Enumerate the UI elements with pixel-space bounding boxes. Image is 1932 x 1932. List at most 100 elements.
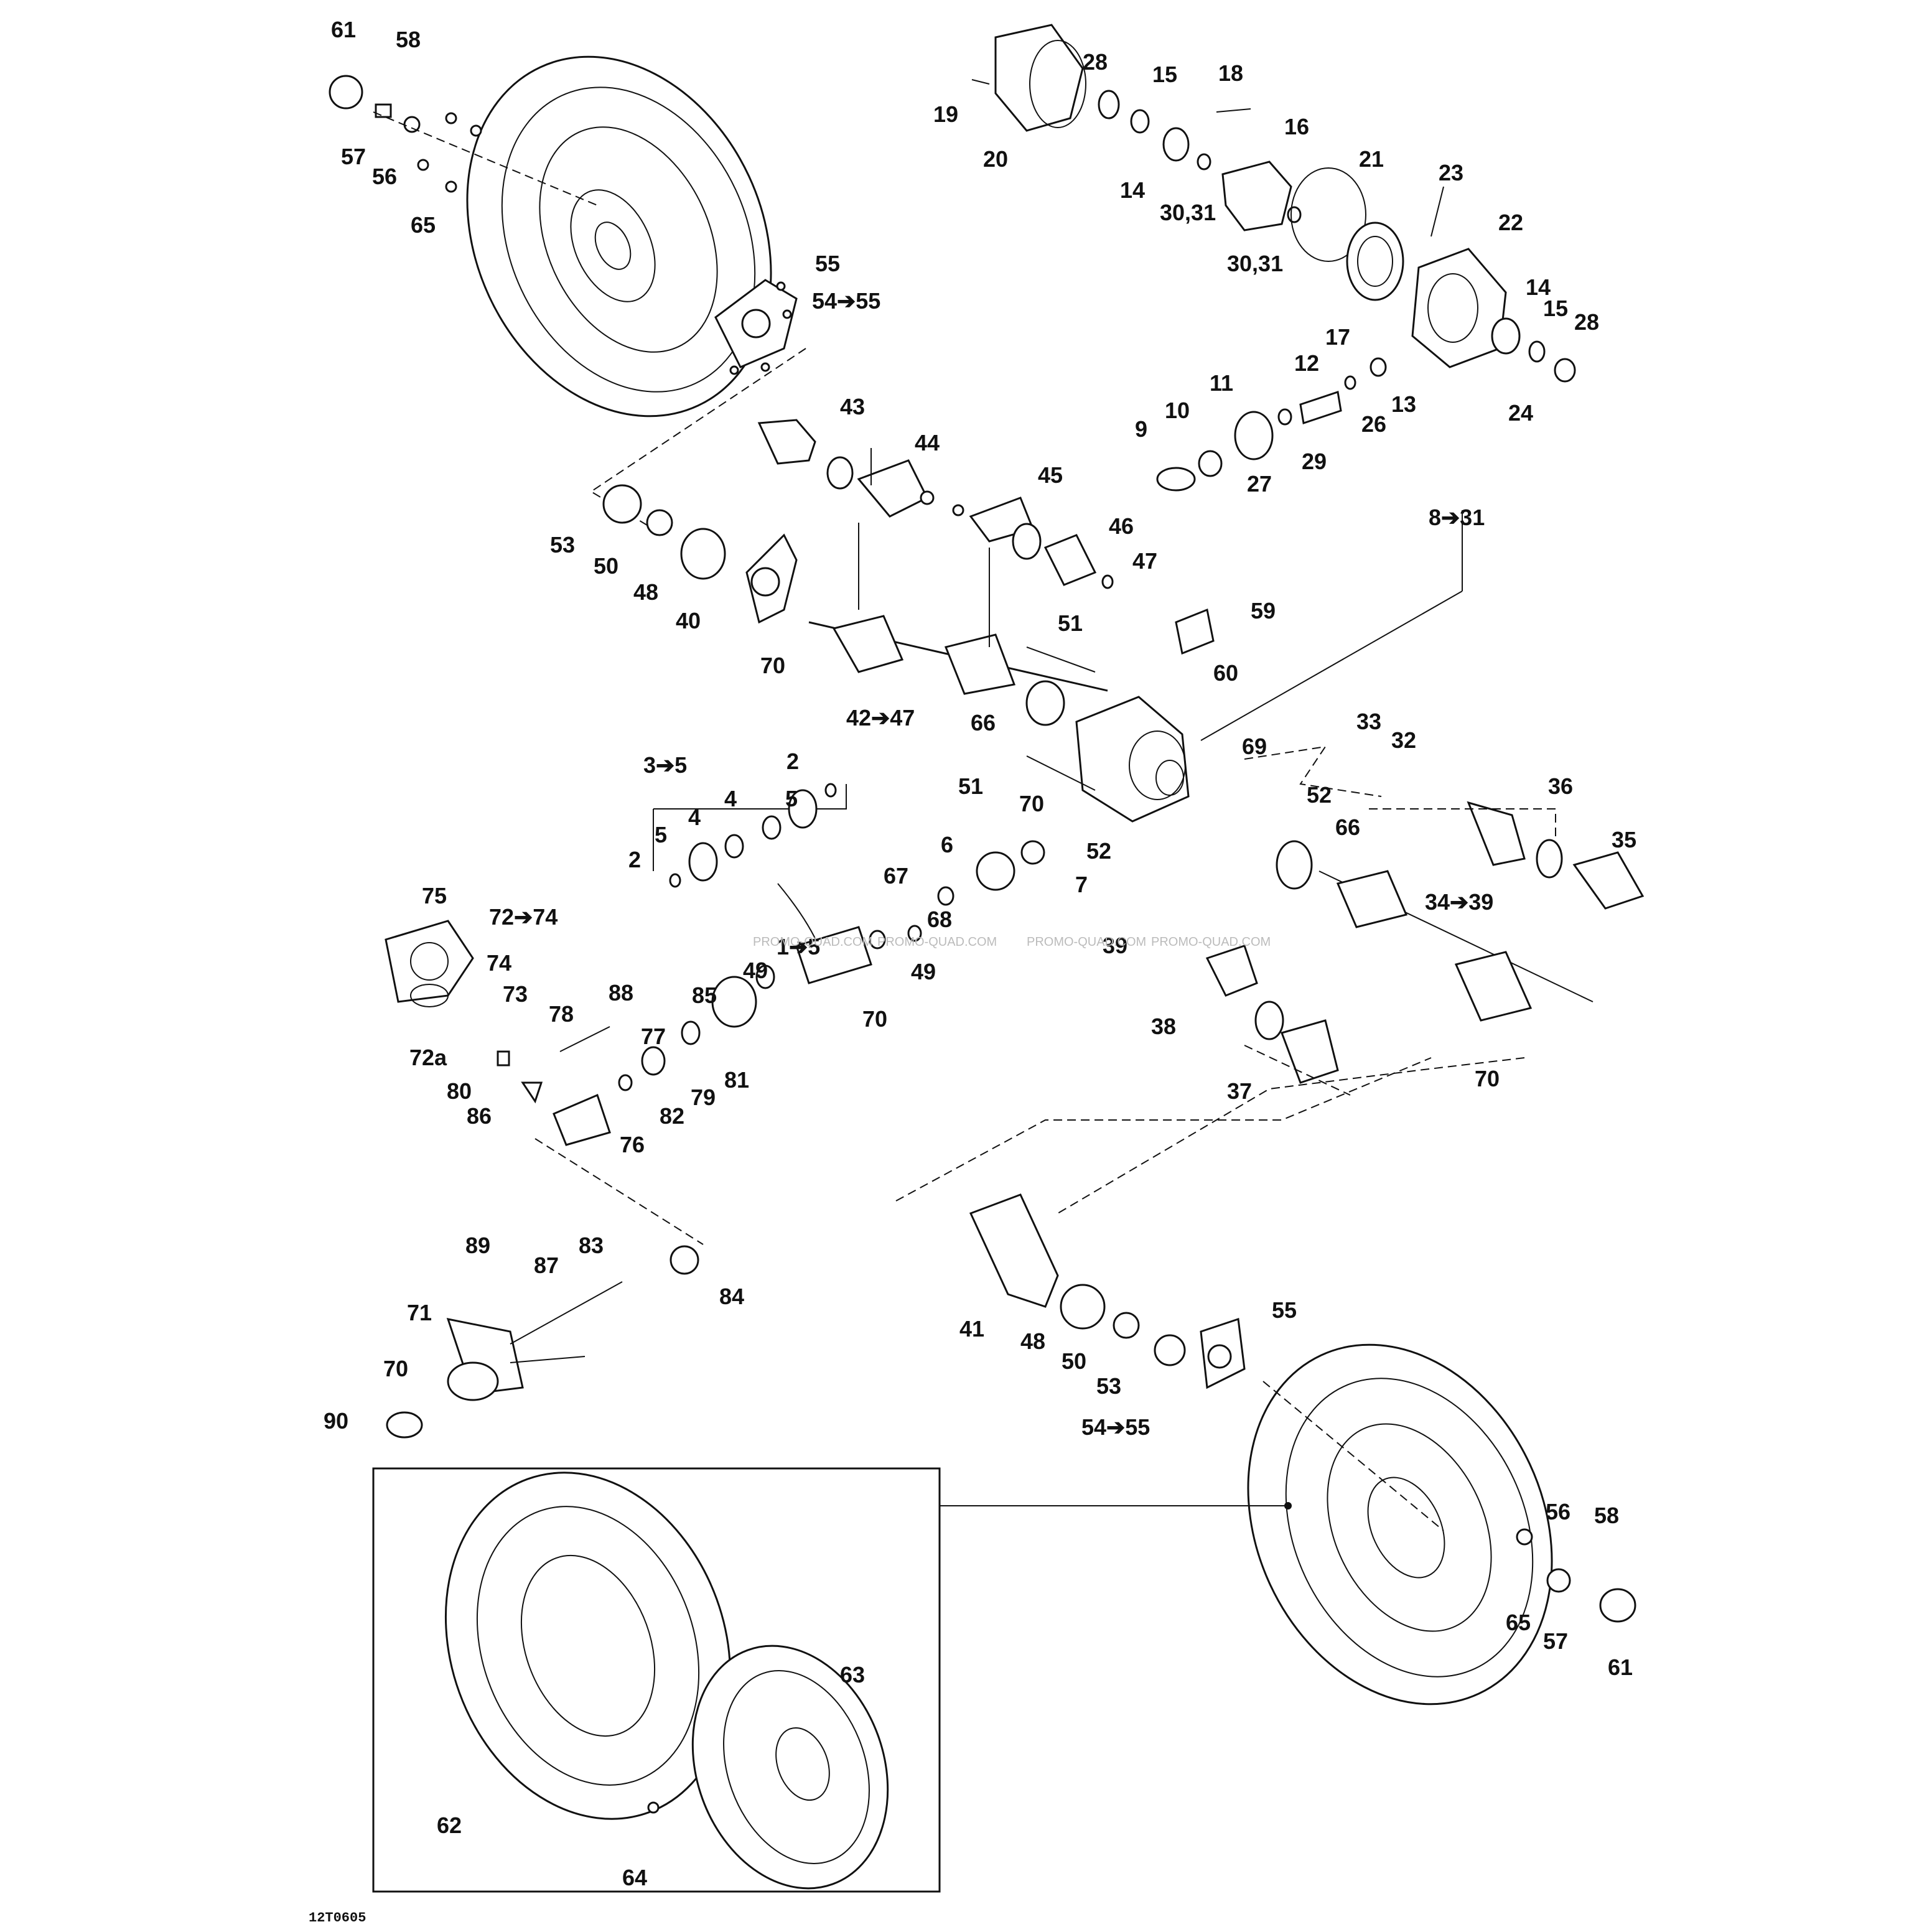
- callout-61-b: 61: [1608, 1654, 1633, 1680]
- callout-87: 87: [534, 1253, 559, 1278]
- callout-49: 49: [743, 958, 768, 983]
- callout-50: 50: [594, 553, 618, 579]
- callout-36: 36: [1548, 773, 1573, 799]
- callout-90: 90: [324, 1408, 348, 1434]
- hub-top: [590, 279, 806, 530]
- callout-55-b: 55: [1272, 1297, 1297, 1323]
- watermark-text: PROMO-QUAD.COM: [1027, 935, 1146, 949]
- callout-60: 60: [1213, 660, 1238, 686]
- callout-4-b: 4: [688, 805, 701, 830]
- knuckle-lower: [895, 1057, 1432, 1389]
- callout-59: 59: [1251, 598, 1276, 623]
- callout-50-b: 50: [1062, 1348, 1086, 1374]
- callout-11: 11: [1210, 370, 1233, 396]
- callout-70-e: 70: [383, 1356, 408, 1381]
- callout-89: 89: [465, 1233, 490, 1258]
- callout-55: 55: [815, 251, 840, 276]
- callout-39: 39: [1103, 933, 1127, 958]
- watermark-text: PROMO-QUAD.COM: [1151, 935, 1271, 949]
- callout-56-b: 56: [1546, 1499, 1570, 1524]
- callout-75: 75: [422, 883, 447, 908]
- callout-15: 15: [1152, 62, 1177, 87]
- callout-29: 29: [1302, 449, 1327, 474]
- callout-5-b: 5: [655, 822, 667, 847]
- callout-70-b: 70: [1019, 791, 1044, 816]
- callout-7: 7: [1075, 872, 1088, 897]
- callout-2: 2: [786, 749, 799, 774]
- wheel-top-left: [466, 55, 772, 418]
- callout-10: 10: [1165, 398, 1190, 423]
- pinion-assembly: [1156, 357, 1387, 492]
- callout-77: 77: [641, 1024, 666, 1049]
- callout-70: 70: [760, 653, 785, 678]
- callout-64: 64: [622, 1865, 647, 1890]
- callout-80: 80: [447, 1078, 472, 1104]
- callout-32: 32: [1391, 727, 1416, 753]
- callout-76: 76: [620, 1132, 645, 1157]
- callout-88: 88: [609, 980, 633, 1006]
- wheel-nut-top-left: [329, 75, 598, 206]
- callout-26: 26: [1361, 411, 1386, 437]
- watermark-text: PROMO-QUAD.COM: [877, 935, 997, 949]
- callout-41: 41: [959, 1316, 984, 1342]
- actuator-housing-lower: [386, 1245, 699, 1439]
- callout-54-55-b: 54➔55: [1081, 1414, 1150, 1440]
- callout-23: 23: [1439, 160, 1463, 185]
- callout-81: 81: [724, 1067, 749, 1093]
- callout-53-b: 53: [1096, 1373, 1121, 1399]
- callout-42-47: 42➔47: [846, 705, 915, 730]
- callout-71: 71: [407, 1300, 432, 1325]
- callout-17: 17: [1325, 324, 1350, 350]
- callout-70-d: 70: [1475, 1066, 1500, 1091]
- callout-53: 53: [550, 532, 575, 558]
- callout-57-b: 57: [1543, 1628, 1568, 1654]
- callout-52-b: 52: [1086, 838, 1111, 864]
- callout-73: 73: [503, 981, 528, 1007]
- watermark-strip: PROMO-QUAD.COM PROMO-QUAD.COM PROMO-QUAD…: [753, 935, 1271, 949]
- cv-joint-parts-upper: [757, 419, 1114, 589]
- callout-1-5: 1➔5: [777, 934, 820, 959]
- callout-3-5: 3➔5: [643, 752, 687, 778]
- callout-28-b: 28: [1574, 309, 1599, 335]
- callout-65: 65: [411, 212, 436, 238]
- callout-13: 13: [1391, 391, 1416, 417]
- callout-67: 67: [884, 863, 908, 889]
- callout-35: 35: [1612, 827, 1636, 852]
- callout-14: 14: [1120, 177, 1145, 203]
- callout-57: 57: [341, 144, 366, 169]
- callout-66-b: 66: [1335, 814, 1360, 840]
- callout-27: 27: [1247, 471, 1272, 497]
- callout-14-b: 14: [1526, 274, 1551, 300]
- callout-70-c: 70: [862, 1006, 887, 1032]
- boot-kit-group: [653, 783, 847, 953]
- callout-61: 61: [331, 17, 356, 42]
- callout-15-b: 15: [1543, 296, 1568, 321]
- callout-22: 22: [1498, 210, 1523, 235]
- callout-8-31: 8➔31: [1429, 505, 1485, 530]
- callout-52: 52: [1307, 782, 1332, 808]
- callout-30-31-b: 30,31: [1227, 251, 1283, 276]
- callout-9: 9: [1135, 416, 1147, 442]
- callout-47: 47: [1132, 548, 1157, 574]
- callout-56: 56: [372, 164, 397, 189]
- callout-83: 83: [579, 1233, 604, 1258]
- callout-85: 85: [692, 982, 717, 1008]
- callout-45: 45: [1038, 462, 1063, 488]
- callout-20: 20: [983, 146, 1008, 172]
- callout-12: 12: [1294, 350, 1319, 376]
- callout-18: 18: [1218, 60, 1243, 86]
- wheel-right: [1247, 1343, 1636, 1706]
- callout-72a: 72a: [409, 1045, 447, 1070]
- callout-5: 5: [785, 786, 798, 811]
- callout-54-55: 54➔55: [812, 288, 880, 314]
- callout-37: 37: [1227, 1078, 1252, 1104]
- callout-34-39: 34➔39: [1425, 889, 1493, 915]
- actuator-assembly: [385, 920, 610, 1104]
- callout-21: 21: [1359, 146, 1384, 172]
- knuckle-front-upper: [602, 484, 798, 624]
- callout-24: 24: [1508, 400, 1533, 426]
- callout-68: 68: [927, 907, 952, 932]
- callout-74: 74: [487, 950, 511, 976]
- callout-46: 46: [1109, 513, 1134, 539]
- callout-72-74: 72➔74: [489, 904, 558, 930]
